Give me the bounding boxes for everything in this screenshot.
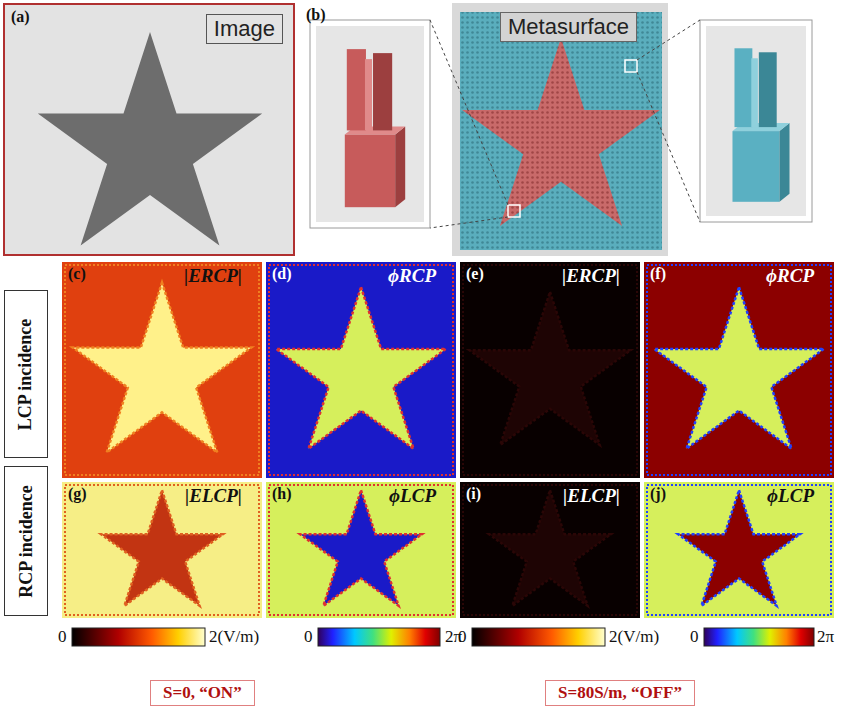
figure-panel: (a) Image [3, 3, 295, 256]
panel-letter: (g) [68, 485, 87, 503]
colour-bar-tick: 0 [58, 627, 67, 647]
field-map [266, 262, 456, 478]
field-map [460, 482, 640, 618]
panel-title: |ERCP| [562, 265, 620, 287]
colour-bar-tick: 2π [817, 627, 834, 647]
panel-title: ϕRCP [388, 265, 436, 287]
panel-letter: (e) [466, 265, 484, 283]
zoom-square [508, 205, 520, 217]
figure-panel: (j) ϕLCP [644, 482, 834, 618]
field-map [644, 482, 834, 618]
panel-title: |ELCP| [185, 485, 242, 507]
row-label-box: LCP incidence [4, 290, 48, 458]
colour-bar [318, 628, 440, 646]
figure-panel: (e) |ERCP| [460, 262, 640, 478]
metasurface-array [460, 12, 662, 250]
unit-cell-inset [310, 20, 430, 228]
panel-letter: (h) [272, 485, 292, 503]
star-shape [38, 32, 262, 246]
figure-panel: (f) ϕRCP [644, 262, 834, 478]
colour-bar [472, 628, 605, 646]
row-label-box: RCP incidence [4, 466, 48, 616]
label-box: S=80S/m, “OFF” [545, 680, 695, 706]
zoom-square [625, 60, 637, 72]
panel-title: ϕLCP [767, 485, 814, 507]
panel-letter: (a) [11, 8, 30, 26]
panel-letter: (j) [650, 485, 666, 503]
field-map [460, 262, 640, 478]
figure-panel: (g) |ELCP| [62, 482, 262, 618]
figure-panel: (d) ϕRCP [266, 262, 456, 478]
metasurface-ground [452, 3, 668, 256]
field-map [62, 262, 262, 478]
panel-title: |ERCP| [184, 265, 242, 287]
unit-cell-inset [700, 20, 812, 222]
field-map [644, 262, 834, 478]
label-text: S=0, “ON” [163, 683, 242, 702]
label-box: Image [206, 14, 283, 44]
colour-bar-tick: 2(V/m) [609, 627, 659, 647]
panel-title: |ELCP| [563, 485, 620, 507]
panel-letter: (f) [650, 265, 666, 283]
field-map [266, 482, 456, 618]
field-map [62, 482, 262, 618]
panel-letter: (d) [272, 265, 292, 283]
colour-bar-tick: 0 [458, 627, 467, 647]
panel-letter: (b) [306, 6, 326, 24]
colour-bar-tick: 0 [304, 627, 313, 647]
zoom-line [430, 217, 508, 228]
panel-letter: (i) [466, 485, 481, 503]
label-text: Image [214, 16, 275, 41]
image-ground [3, 3, 295, 256]
panel-title: ϕLCP [389, 485, 436, 507]
colour-bar-tick: 0 [690, 627, 699, 647]
figure-panel: (c) |ERCP| [62, 262, 262, 478]
label-box: S=0, “ON” [150, 680, 255, 706]
figure-panel: (h) ϕLCP [266, 482, 456, 618]
label-text: S=80S/m, “OFF” [558, 683, 682, 702]
panel-letter: (c) [68, 265, 86, 283]
figure-panel: (i) |ELCP| [460, 482, 640, 618]
zoom-line [637, 20, 700, 60]
label-text: Metasurface [508, 14, 629, 39]
label-text: RCP incidence [16, 485, 37, 598]
zoom-line [430, 20, 508, 205]
colour-bar [704, 628, 814, 646]
label-text: LCP incidence [16, 318, 37, 430]
star-array [462, 38, 660, 226]
colour-bar [72, 628, 205, 646]
figure-panel: (b) Metasurface [300, 3, 840, 256]
label-box: Metasurface [500, 12, 637, 42]
colour-bar-tick: 2(V/m) [209, 627, 259, 647]
zoom-line [637, 72, 700, 222]
panel-title: ϕRCP [766, 265, 814, 287]
